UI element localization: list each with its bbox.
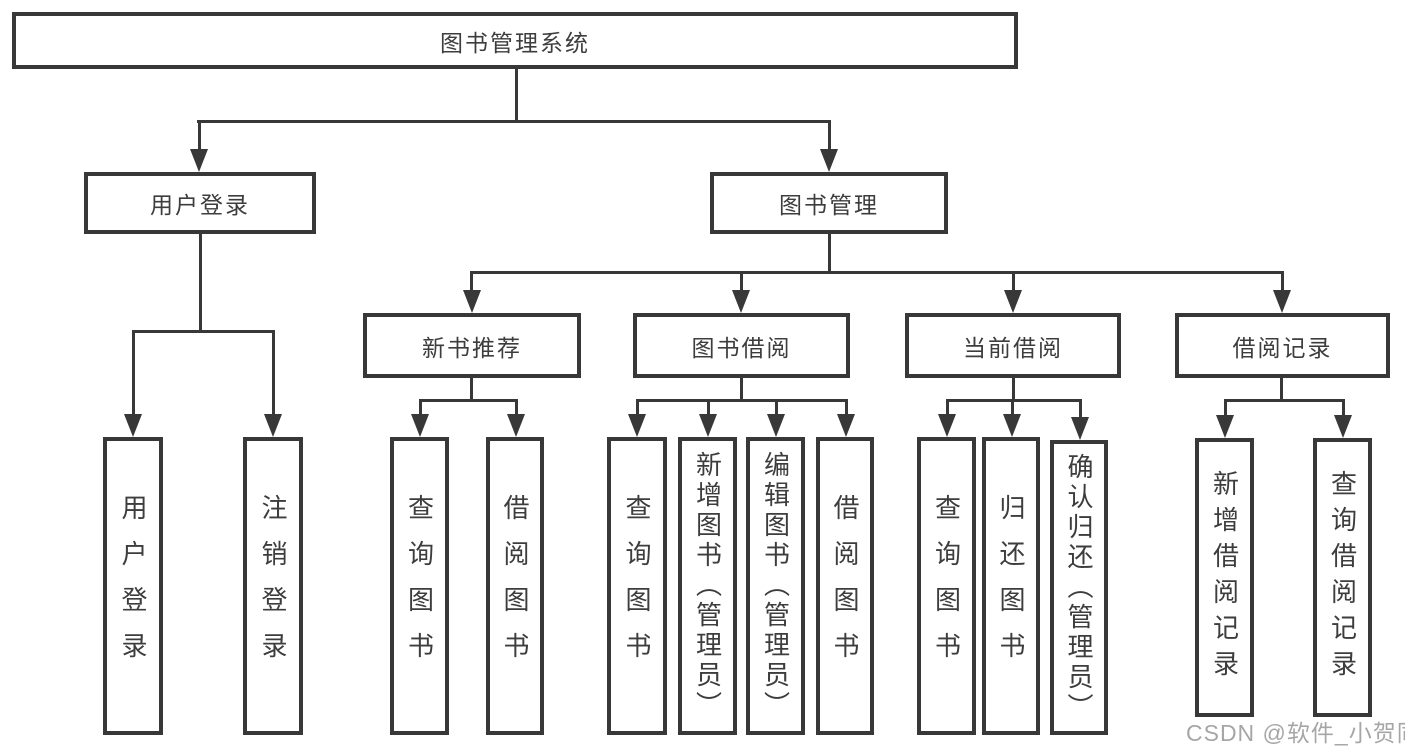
node-label: 借阅记录 <box>1232 334 1333 361</box>
connector-line <box>845 399 848 417</box>
connector-line <box>1281 271 1284 297</box>
leaf-label: 注销登录 <box>258 494 288 678</box>
leaf-label: 查询图书 <box>931 494 962 678</box>
connector-line <box>199 233 202 332</box>
node-book-management: 图书管理 <box>710 172 948 234</box>
connector-line <box>946 399 1082 402</box>
leaf-label: 查询借阅记录 <box>1327 469 1358 686</box>
watermark-csdn: CSDN @软件_小贺同学 <box>1186 720 1405 746</box>
node-label: 新书推荐 <box>422 334 522 361</box>
connector-line <box>636 399 848 402</box>
arrowhead-down <box>1273 290 1291 313</box>
leaf-label: 归还图书 <box>996 494 1026 678</box>
node-label: 当前借阅 <box>963 334 1063 361</box>
arrowhead-down <box>264 414 282 437</box>
arrowhead-down <box>463 290 481 313</box>
leaf-label: 借阅图书 <box>500 494 530 678</box>
arrowhead-down <box>1003 414 1021 437</box>
arrowhead-down <box>190 149 208 172</box>
connector-line <box>198 120 201 156</box>
connector-line <box>470 376 473 402</box>
connector-line <box>828 120 831 156</box>
connector-line <box>1224 399 1227 418</box>
connector-line <box>197 120 831 123</box>
leaf-borrow-books-borrow: 借阅图书 <box>816 437 874 735</box>
leaf-label: 新增借阅记录 <box>1209 469 1240 686</box>
connector-line <box>1280 376 1283 402</box>
arrowhead-down <box>628 414 646 437</box>
connector-line <box>272 330 275 418</box>
leaf-label: 查询图书 <box>622 494 652 678</box>
node-label: 图书管理 <box>779 192 879 218</box>
node-label: 图书管理系统 <box>440 29 590 56</box>
arrowhead-down <box>699 414 717 437</box>
connector-line <box>419 399 518 402</box>
connector-line <box>470 271 1284 274</box>
connector-line <box>775 399 778 417</box>
arrowhead-down <box>820 149 838 172</box>
connector-line <box>1012 376 1015 402</box>
leaf-label: 确认归还（管理员） <box>1064 452 1094 723</box>
leaf-logout: 注销登录 <box>243 437 303 735</box>
connector-line <box>470 271 473 297</box>
node-library-management-system: 图书管理系统 <box>12 12 1018 69</box>
arrowhead-down <box>507 414 525 437</box>
leaf-query-books-newbook: 查询图书 <box>390 437 449 735</box>
node-borrowing-records: 借阅记录 <box>1175 313 1390 378</box>
leaf-label: 用户登录 <box>118 494 148 678</box>
leaf-add-books-admin: 新增图书（管理员） <box>678 437 737 735</box>
connector-line <box>1224 399 1345 402</box>
arrowhead-down <box>938 414 956 437</box>
leaf-label: 借阅图书 <box>830 494 860 678</box>
arrowhead-down <box>1071 417 1089 440</box>
connector-line <box>740 376 743 402</box>
node-label: 图书借阅 <box>691 334 792 361</box>
leaf-label: 新增图书（管理员） <box>692 451 723 721</box>
leaf-borrow-books-newbook: 借阅图书 <box>486 437 544 735</box>
arrowhead-down <box>837 414 855 437</box>
arrowhead-down <box>1004 290 1022 313</box>
arrowhead-down <box>124 414 142 437</box>
leaf-edit-books-admin: 编辑图书（管理员） <box>746 437 805 735</box>
leaf-query-books-borrow: 查询图书 <box>607 437 667 735</box>
leaf-confirm-return-admin: 确认归还（管理员） <box>1050 440 1108 735</box>
arrowhead-down <box>1334 415 1352 438</box>
connector-line <box>515 399 518 417</box>
arrowhead-down <box>1216 415 1234 438</box>
leaf-add-borrow-record: 新增借阅记录 <box>1195 438 1254 717</box>
node-label: 用户登录 <box>150 192 250 218</box>
connector-line <box>132 330 135 418</box>
connector-line <box>1011 399 1014 417</box>
connector-line <box>740 271 743 297</box>
connector-line <box>946 399 949 417</box>
connector-line <box>636 399 639 417</box>
node-current-borrowing: 当前借阅 <box>905 313 1121 378</box>
arrowhead-down <box>767 414 785 437</box>
node-book-borrowing: 图书借阅 <box>633 313 850 378</box>
connector-line <box>828 233 831 274</box>
node-user-login: 用户登录 <box>84 172 316 234</box>
leaf-label: 查询图书 <box>404 494 435 678</box>
leaf-user-login: 用户登录 <box>103 437 163 735</box>
connector-line <box>1012 271 1015 297</box>
connector-line <box>707 399 710 417</box>
arrowhead-down <box>411 414 429 437</box>
arrowhead-down <box>732 290 750 313</box>
connector-line <box>419 399 422 417</box>
connector-line <box>515 68 518 122</box>
leaf-label: 编辑图书（管理员） <box>760 451 791 721</box>
leaf-return-books: 归还图书 <box>982 437 1040 735</box>
node-new-book-recommendation: 新书推荐 <box>363 313 581 378</box>
leaf-query-borrow-record: 查询借阅记录 <box>1313 438 1372 717</box>
connector-line <box>1079 399 1082 419</box>
leaf-query-books-current: 查询图书 <box>917 437 976 735</box>
connector-line <box>132 330 275 333</box>
connector-line <box>1342 399 1345 418</box>
